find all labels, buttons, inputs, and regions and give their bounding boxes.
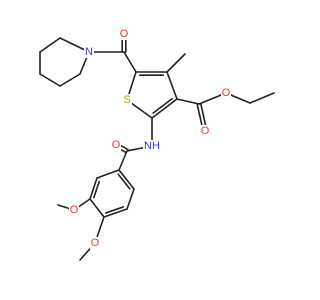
bond-benz-6-inner [117, 173, 131, 190]
bond-benz-3 [89, 198, 105, 218]
bond-benz-4 [103, 208, 128, 218]
bond-carbonyl-benzene [118, 150, 128, 171]
atom-label-bg [90, 237, 100, 249]
bond-pip-4 [59, 73, 81, 87]
atom-label-bg [111, 139, 121, 151]
atom-label-o-ester-ether: O [222, 87, 231, 99]
bond-benz-1 [96, 169, 120, 179]
bond-benz-2-inner [93, 180, 100, 199]
atom-label-o-amide-benz: O [112, 139, 121, 151]
atom-label-bg [69, 204, 79, 216]
atom-label-o-methoxy-3: O [70, 204, 79, 216]
bond-benz-6 [118, 169, 135, 190]
bond-thio-c3-c2-inner [152, 97, 173, 114]
bond-carbonyl-thiophene [123, 51, 137, 73]
atom-label-bg [84, 46, 94, 58]
molecule-structure: O N S O O NH O O O [39, 28, 275, 261]
bond-ester-c [176, 98, 200, 105]
bond-pip-3 [39, 73, 61, 87]
bond-pip-1 [39, 37, 61, 53]
bond-thio-c4-c3 [166, 71, 178, 100]
atom-label-bg [200, 125, 210, 137]
atom-label-bg [119, 28, 129, 40]
bond-methyl [166, 53, 186, 73]
bond-thio-c3-c2 [151, 98, 178, 119]
atom-label-o-amide-pip: O [120, 28, 129, 40]
atom-label-s-thiophene: S [123, 94, 130, 106]
atom-label-nh-amide: NH [144, 140, 160, 152]
bond-benz-4-inner [104, 206, 124, 214]
atom-label-bg [143, 140, 161, 152]
bond-benz-5 [126, 188, 135, 210]
atom-label-bg [122, 94, 132, 106]
bond-benz-2 [89, 177, 98, 200]
atom-label-n-piperidine: N [85, 46, 93, 58]
atom-layer: O N S O O NH O O O [69, 28, 231, 249]
bond-ethyl-2 [249, 92, 275, 104]
atom-label-o-methoxy-4: O [91, 237, 100, 249]
atom-label-bg [221, 87, 231, 99]
atom-label-o-ester-carbonyl: O [201, 125, 210, 137]
